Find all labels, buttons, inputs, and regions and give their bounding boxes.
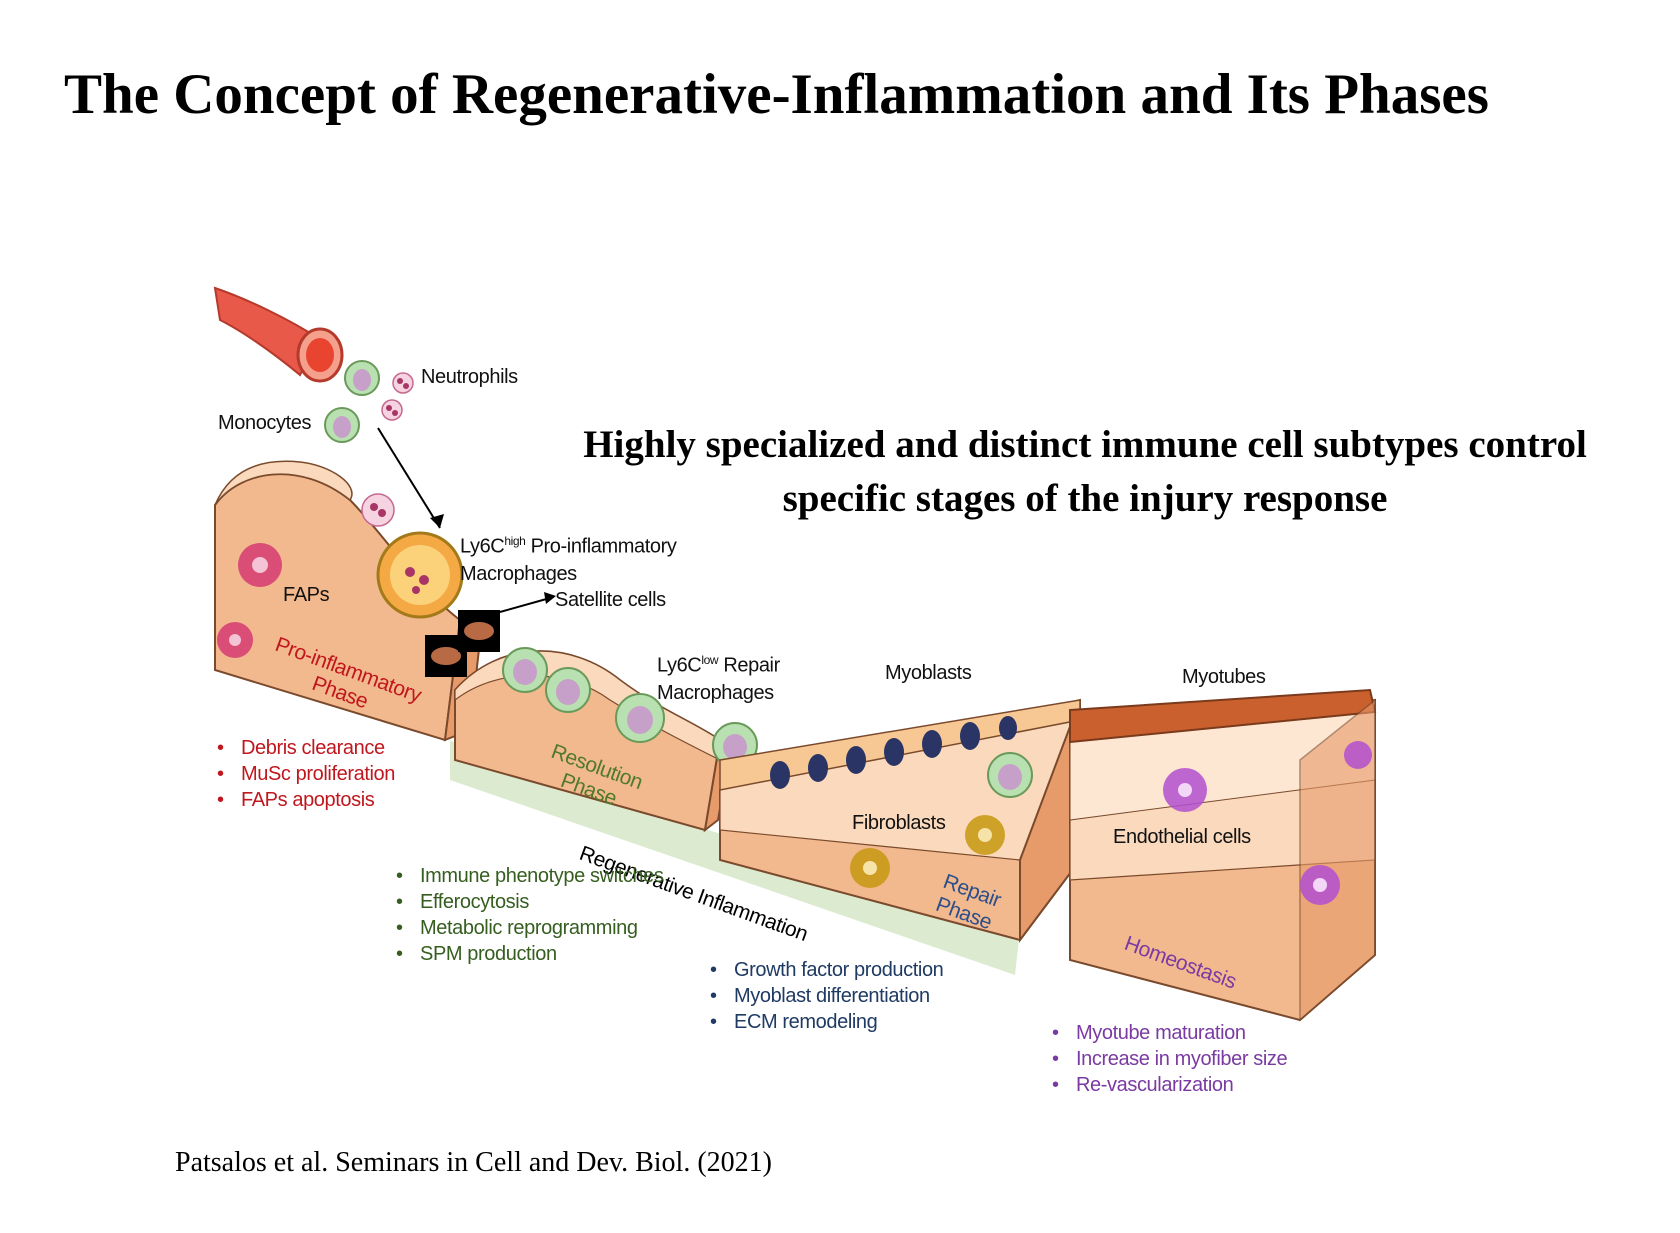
list-item: Metabolic reprogramming — [390, 915, 663, 941]
monocyte-cell — [344, 360, 380, 396]
label-ly6c-low-prefix: Ly6C — [657, 654, 702, 677]
label-faps: FAPs — [283, 584, 330, 606]
label-endothelial-cells: Endothelial cells — [1113, 826, 1251, 848]
list-repair: Growth factor production Myoblast differ… — [704, 957, 944, 1035]
label-fibroblasts: Fibroblasts — [852, 812, 946, 834]
list-item: Increase in myofiber size — [1046, 1046, 1288, 1072]
list-item: Debris clearance — [211, 735, 395, 761]
label-ly6c-high-line2: Macrophages — [460, 562, 577, 585]
label-ly6c-high-sup: high — [504, 534, 526, 548]
blood-vessel — [213, 286, 344, 383]
list-item: Immune phenotype switches — [390, 863, 664, 889]
label-myotubes: Myotubes — [1182, 666, 1266, 688]
list-item: FAPs apoptosis — [211, 787, 395, 813]
subtitle: Highly specialized and distinct immune c… — [510, 418, 1660, 526]
label-monocytes: Monocytes — [218, 412, 312, 434]
neutrophil-cell — [381, 399, 403, 421]
list-pro-inflammatory: Debris clearance MuSc proliferation FAPs… — [211, 735, 395, 813]
page-title: The Concept of Regenerative-Inflammation… — [64, 63, 1489, 126]
subtitle-line-2: specific stages of the injury response — [782, 477, 1388, 520]
tissue-block-homeostasis — [1069, 688, 1377, 1022]
monocyte-cell — [324, 407, 360, 443]
label-myoblasts: Myoblasts — [885, 662, 972, 684]
satellite-cell-image — [425, 610, 500, 677]
label-neutrophils: Neutrophils — [421, 366, 518, 388]
neutrophil-cell — [392, 372, 414, 394]
arrowhead-icon — [430, 514, 444, 528]
label-ly6c-low-macrophages: Ly6Clow Repair Macrophages — [657, 647, 780, 707]
subtitle-line-1: Highly specialized and distinct immune c… — [583, 423, 1587, 466]
list-item: Re-vascularization — [1046, 1072, 1287, 1098]
label-ly6c-high-suffix: Pro-inflammatory — [525, 535, 677, 558]
label-ly6c-high-macrophages: Ly6Chigh Pro-inflammatory Macrophages — [460, 528, 677, 588]
list-item: Myoblast differentiation — [704, 983, 943, 1009]
label-ly6c-low-line2: Macrophages — [657, 681, 774, 704]
label-satellite-cells: Satellite cells — [555, 589, 666, 611]
list-item: SPM production — [390, 941, 663, 967]
list-item: Efferocytosis — [390, 889, 663, 915]
arrow-to-satellite-cells — [499, 597, 551, 613]
citation: Patsalos et al. Seminars in Cell and Dev… — [175, 1147, 772, 1178]
arrow-monocyte-to-macrophage — [377, 427, 441, 529]
arrowhead-icon — [544, 592, 556, 604]
label-ly6c-high-prefix: Ly6C — [460, 535, 505, 558]
list-item: ECM remodeling — [704, 1009, 943, 1035]
label-ly6c-low-sup: low — [701, 653, 719, 667]
list-item: Growth factor production — [704, 957, 944, 983]
label-ly6c-low-suffix: Repair — [718, 654, 780, 677]
list-item: Myotube maturation — [1046, 1020, 1287, 1046]
list-homeostasis: Myotube maturation Increase in myofiber … — [1046, 1020, 1288, 1098]
list-resolution: Immune phenotype switches Efferocytosis … — [390, 863, 664, 967]
list-item: MuSc proliferation — [211, 761, 395, 787]
tissue-block-repair — [719, 698, 1081, 943]
tissue-block-resolution — [454, 647, 758, 833]
